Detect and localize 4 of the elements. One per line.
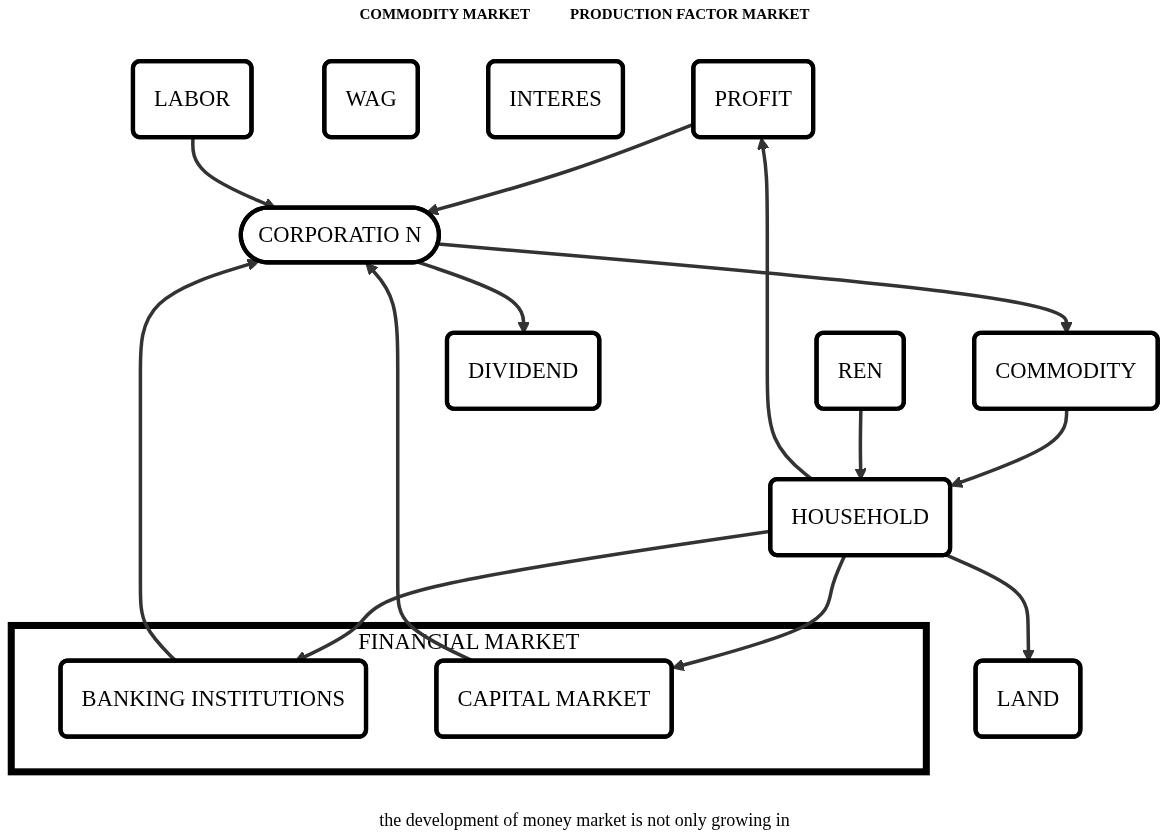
arrow <box>950 409 1069 488</box>
body-text: the development of money market is not only growing in <box>379 810 790 830</box>
market-label: PRODUCTION FACTOR MARKET <box>570 6 810 23</box>
market-label: COMMODITY MARKET <box>359 6 531 23</box>
